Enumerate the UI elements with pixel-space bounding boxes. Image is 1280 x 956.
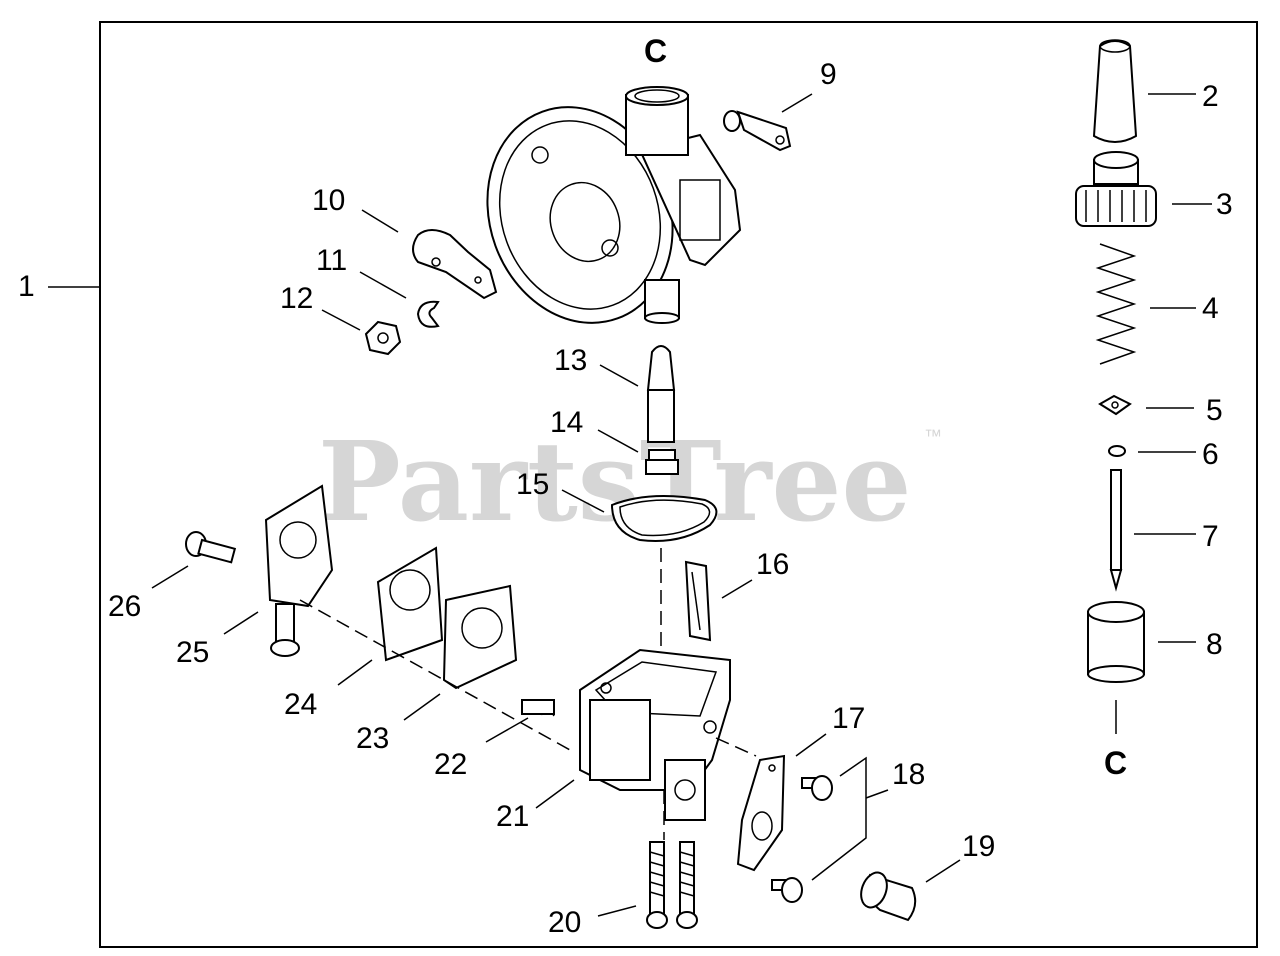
leader-22	[485, 717, 529, 743]
leader-15	[561, 489, 605, 513]
leader-10	[361, 209, 399, 233]
label-part-19[interactable]: 19	[962, 830, 995, 863]
leader-18-tail	[865, 789, 889, 799]
label-part-3[interactable]: 3	[1216, 188, 1233, 221]
label-part-24[interactable]: 24	[284, 688, 317, 721]
trademark-symbol: ™	[924, 426, 942, 446]
assembly-frame	[99, 21, 1258, 948]
leader-16	[721, 579, 753, 599]
label-part-2[interactable]: 2	[1202, 80, 1219, 113]
connector-label-c-top: C	[644, 33, 667, 69]
leader-9	[781, 93, 813, 113]
leader-25	[223, 611, 259, 635]
leader-12	[321, 309, 361, 331]
label-part-5[interactable]: 5	[1206, 394, 1223, 427]
part-3-adjuster-nut[interactable]	[1075, 151, 1157, 227]
leader-26	[151, 565, 189, 589]
part-12-nut[interactable]	[364, 320, 402, 356]
part-19-cap[interactable]	[857, 869, 917, 922]
leader-13	[599, 364, 639, 387]
label-part-22[interactable]: 22	[434, 748, 467, 781]
carburetor-upper-body	[486, 86, 742, 324]
part-18-screw-lower[interactable]	[771, 877, 803, 903]
leader-24	[337, 659, 373, 686]
assembly-line-pump	[299, 599, 571, 751]
part-20-screw-right[interactable]	[676, 841, 698, 929]
part-14-jet[interactable]	[645, 449, 679, 475]
label-part-25[interactable]: 25	[176, 636, 209, 669]
label-part-16[interactable]: 16	[756, 548, 789, 581]
watermark-text: PartsTree	[318, 417, 912, 546]
leader-14	[597, 429, 639, 453]
label-part-12[interactable]: 12	[280, 282, 313, 315]
label-part-9[interactable]: 9	[820, 58, 837, 91]
part-21-carburetor-lower-body[interactable]	[579, 648, 731, 821]
part-26-screw[interactable]	[185, 531, 237, 564]
label-part-7[interactable]: 7	[1202, 520, 1219, 553]
part-24-gasket[interactable]	[376, 546, 444, 662]
part-25-pump-cover[interactable]	[264, 484, 334, 657]
connector-label-c-bottom: C	[1104, 745, 1127, 781]
leader-20	[597, 905, 637, 917]
part-labels: C C 1 2 3 4 5 6 7 8 9 10 11 12 13 14 15 …	[18, 33, 1233, 939]
part-5-washer[interactable]	[1098, 394, 1132, 416]
label-part-26[interactable]: 26	[108, 590, 141, 623]
part-6-o-ring[interactable]	[1108, 445, 1126, 457]
leader-21	[535, 779, 575, 809]
part-4-spring[interactable]	[1095, 243, 1137, 365]
label-part-13[interactable]: 13	[554, 344, 587, 377]
part-17-gasket[interactable]	[736, 754, 786, 872]
label-part-4[interactable]: 4	[1202, 292, 1219, 325]
leader-17	[795, 733, 827, 757]
label-part-15[interactable]: 15	[516, 468, 549, 501]
leader-11	[359, 271, 407, 299]
label-part-6[interactable]: 6	[1202, 438, 1219, 471]
part-8-sleeve[interactable]	[1087, 601, 1145, 683]
label-part-1[interactable]: 1	[18, 270, 35, 303]
label-part-21[interactable]: 21	[496, 800, 529, 833]
part-7-needle[interactable]	[1109, 469, 1123, 592]
label-part-8[interactable]: 8	[1206, 628, 1223, 661]
label-part-14[interactable]: 14	[550, 406, 583, 439]
part-11-clip[interactable]	[416, 300, 440, 328]
label-part-18[interactable]: 18	[892, 758, 925, 791]
leader-23	[403, 693, 441, 721]
assembly-line-17	[715, 737, 757, 757]
part-18-screw-upper[interactable]	[801, 775, 833, 801]
part-20-screw-left[interactable]	[646, 841, 668, 929]
part-10-plate[interactable]	[412, 229, 498, 300]
part-15-gasket[interactable]	[610, 495, 718, 542]
part-23-diaphragm[interactable]	[442, 584, 518, 690]
leader-19	[925, 859, 961, 883]
label-part-11[interactable]: 11	[316, 244, 347, 277]
label-part-17[interactable]: 17	[832, 702, 865, 735]
part-16-gasket-strip[interactable]	[684, 560, 712, 642]
label-part-10[interactable]: 10	[312, 184, 345, 217]
part-9-choke-lever[interactable]	[723, 110, 792, 152]
part-13-needle[interactable]	[646, 345, 676, 443]
label-part-23[interactable]: 23	[356, 722, 389, 755]
label-part-20[interactable]: 20	[548, 906, 581, 939]
part-22-spring[interactable]	[521, 699, 555, 717]
part-2-cap[interactable]	[1092, 39, 1138, 143]
